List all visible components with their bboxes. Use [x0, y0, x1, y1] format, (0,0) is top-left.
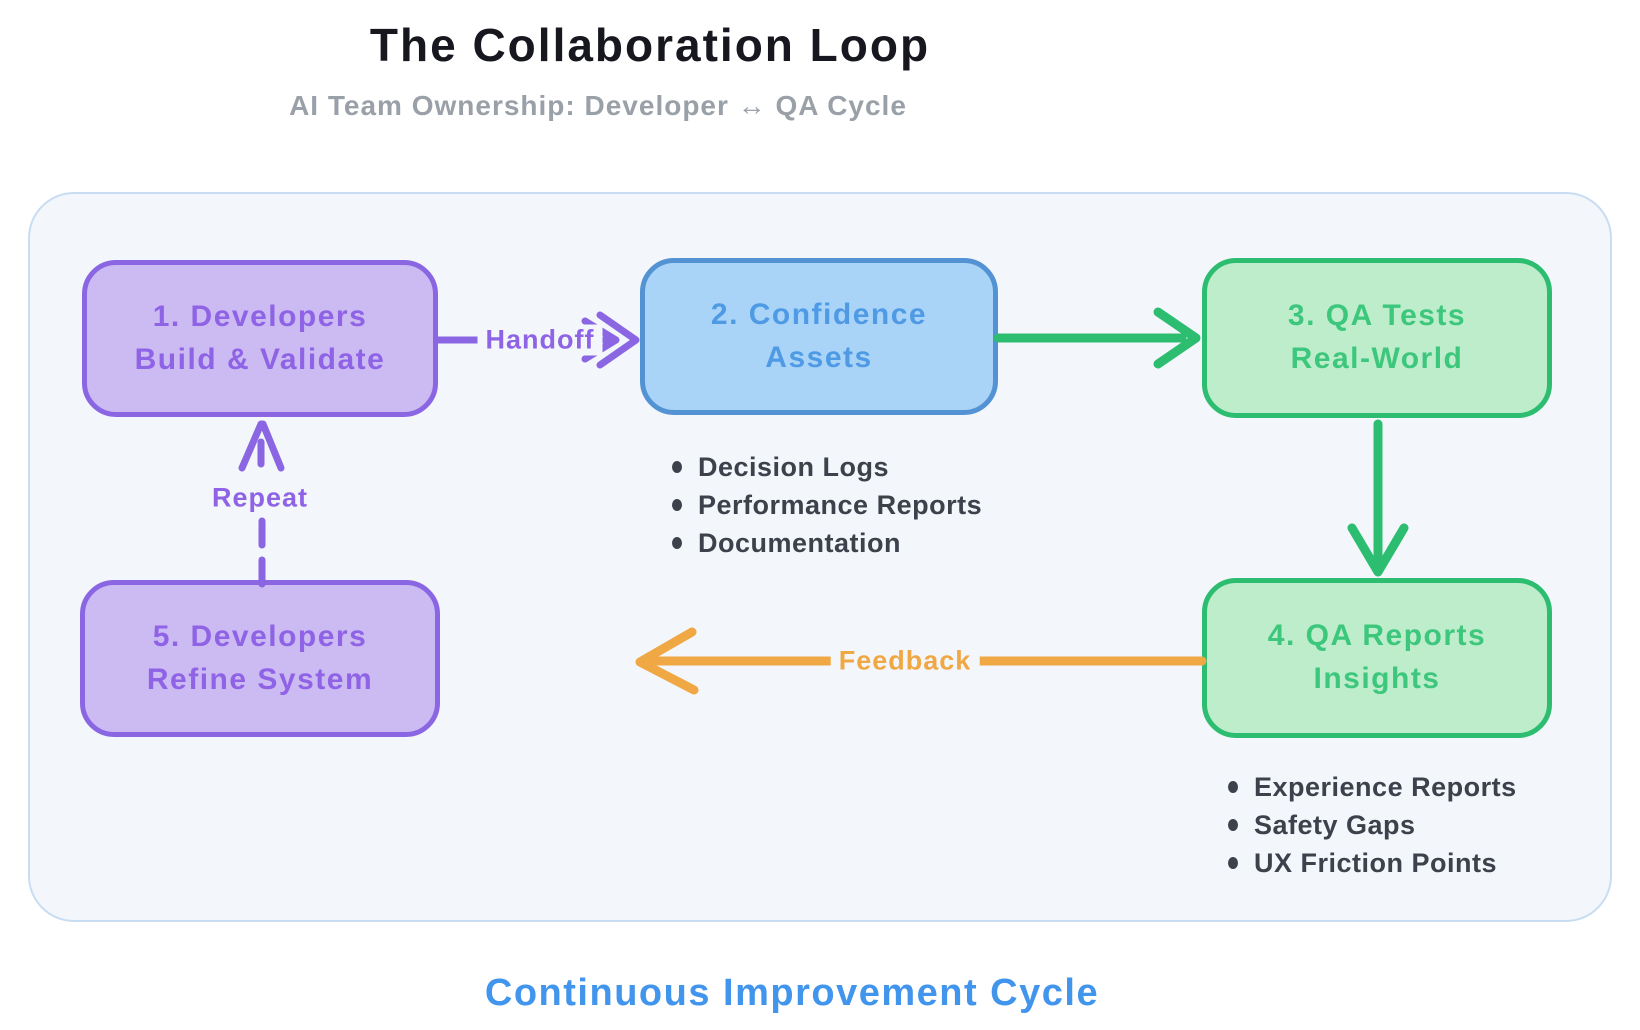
- bullet-dot: [1228, 781, 1238, 793]
- footer-caption: Continuous Improvement Cycle: [484, 972, 1100, 1014]
- repeat-label: Repeat: [203, 482, 317, 514]
- bullet-dot: [672, 537, 682, 549]
- node-developers-refine: 5. Developers Refine System: [80, 580, 440, 737]
- node-confidence-assets: 2. Confidence Assets: [640, 258, 998, 415]
- node-label: 2. Confidence Assets: [710, 297, 928, 374]
- feedback-label: Feedback: [830, 645, 980, 677]
- list-item-label: Experience Reports: [1254, 771, 1517, 802]
- node-label: 1. Developers Build & Validate: [134, 299, 386, 376]
- list-item-label: Performance Reports: [698, 489, 983, 520]
- bullet-dot: [672, 499, 682, 511]
- list-item-label: UX Friction Points: [1254, 847, 1498, 878]
- node-developers-build: 1. Developers Build & Validate: [82, 260, 438, 417]
- list-item-label: Decision Logs: [698, 451, 890, 482]
- node-qa-reports: 4. QA Reports Insights: [1202, 578, 1552, 738]
- bullet-dot: [1228, 857, 1238, 869]
- confidence-assets-list: Decision Logs Performance Reports Docume…: [672, 448, 982, 562]
- list-item: Documentation: [672, 524, 982, 562]
- bullet-dot: [672, 461, 682, 473]
- list-item: Decision Logs: [672, 448, 982, 486]
- node-label: 5. Developers Refine System: [146, 619, 374, 696]
- list-item-label: Safety Gaps: [1254, 809, 1416, 840]
- page-subtitle: AI Team Ownership: Developer ↔ QA Cycle: [289, 90, 907, 121]
- list-item-label: Documentation: [698, 527, 902, 558]
- page-title: The Collaboration Loop: [369, 19, 931, 71]
- list-item: Experience Reports: [1228, 768, 1517, 806]
- node-qa-tests: 3. QA Tests Real-World: [1202, 258, 1552, 418]
- handoff-label: Handoff: [477, 324, 603, 356]
- bullet-dot: [1228, 819, 1238, 831]
- list-item: Performance Reports: [672, 486, 982, 524]
- node-label: 3. QA Tests Real-World: [1287, 299, 1467, 375]
- list-item: UX Friction Points: [1228, 844, 1517, 882]
- qa-insights-list: Experience Reports Safety Gaps UX Fricti…: [1228, 768, 1517, 882]
- list-item: Safety Gaps: [1228, 806, 1517, 844]
- node-label: 4. QA Reports Insights: [1267, 619, 1487, 695]
